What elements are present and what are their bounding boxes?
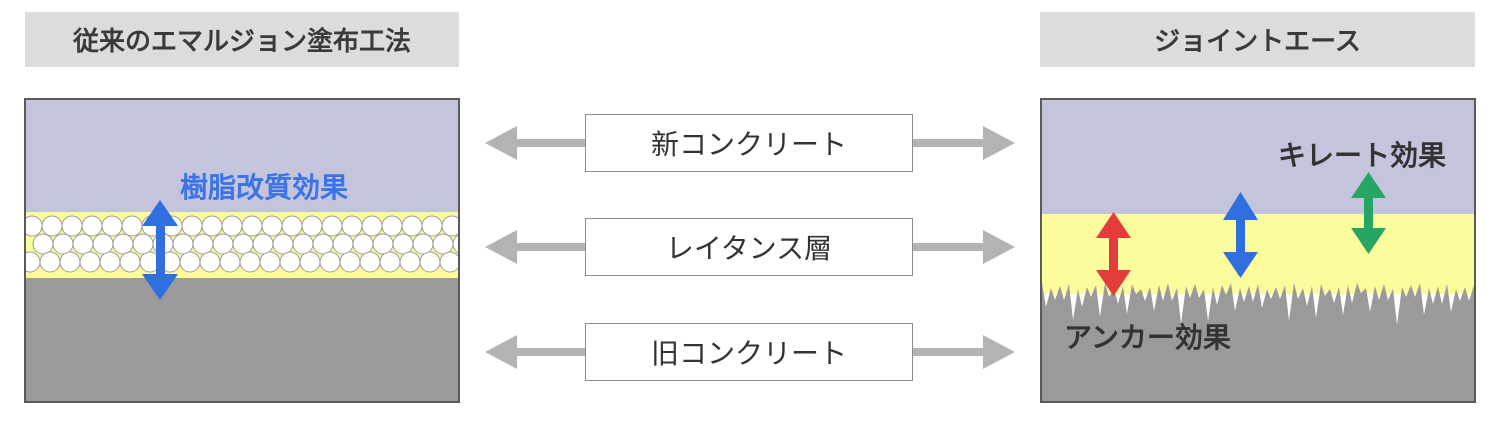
double-arrow-left-right-icon <box>485 126 1015 160</box>
right-title: ジョイントエース <box>1040 12 1475 67</box>
old-concrete-anchor-layer <box>1042 283 1474 401</box>
resin-modification-label: 樹脂改質効果 <box>180 171 349 204</box>
right-panel-diagram: キレート効果 アンカー効果 <box>1040 98 1476 403</box>
left-title: 従来のエマルジョン塗布工法 <box>25 12 459 67</box>
resin-particle <box>439 251 458 273</box>
layer-label-old-concrete: 旧コンクリート <box>585 323 913 381</box>
new-concrete-layer <box>26 100 458 220</box>
right-panel-svg <box>1042 100 1474 401</box>
double-arrow-up-down-icon <box>1223 192 1258 278</box>
chelate-effect-label: キレート効果 <box>1278 139 1447 172</box>
resin-particles <box>26 215 458 273</box>
anchor-effect-label: アンカー効果 <box>1064 321 1231 354</box>
layer-label-new-concrete: 新コンクリート <box>585 114 913 172</box>
left-panel-diagram: 樹脂改質効果 <box>24 98 460 403</box>
double-arrow-left-right-icon <box>485 335 1015 369</box>
old-concrete-layer <box>26 270 458 401</box>
double-arrow-up-down-icon <box>1096 212 1131 296</box>
double-arrow-left-right-icon <box>485 230 1015 264</box>
left-panel-svg <box>26 100 458 401</box>
double-arrow-up-down-icon <box>1351 172 1386 254</box>
resin-particle <box>452 234 458 254</box>
layer-label-laitance: レイタンス層 <box>585 218 913 276</box>
resin-particle <box>441 215 458 237</box>
new-concrete-layer <box>1042 100 1474 216</box>
